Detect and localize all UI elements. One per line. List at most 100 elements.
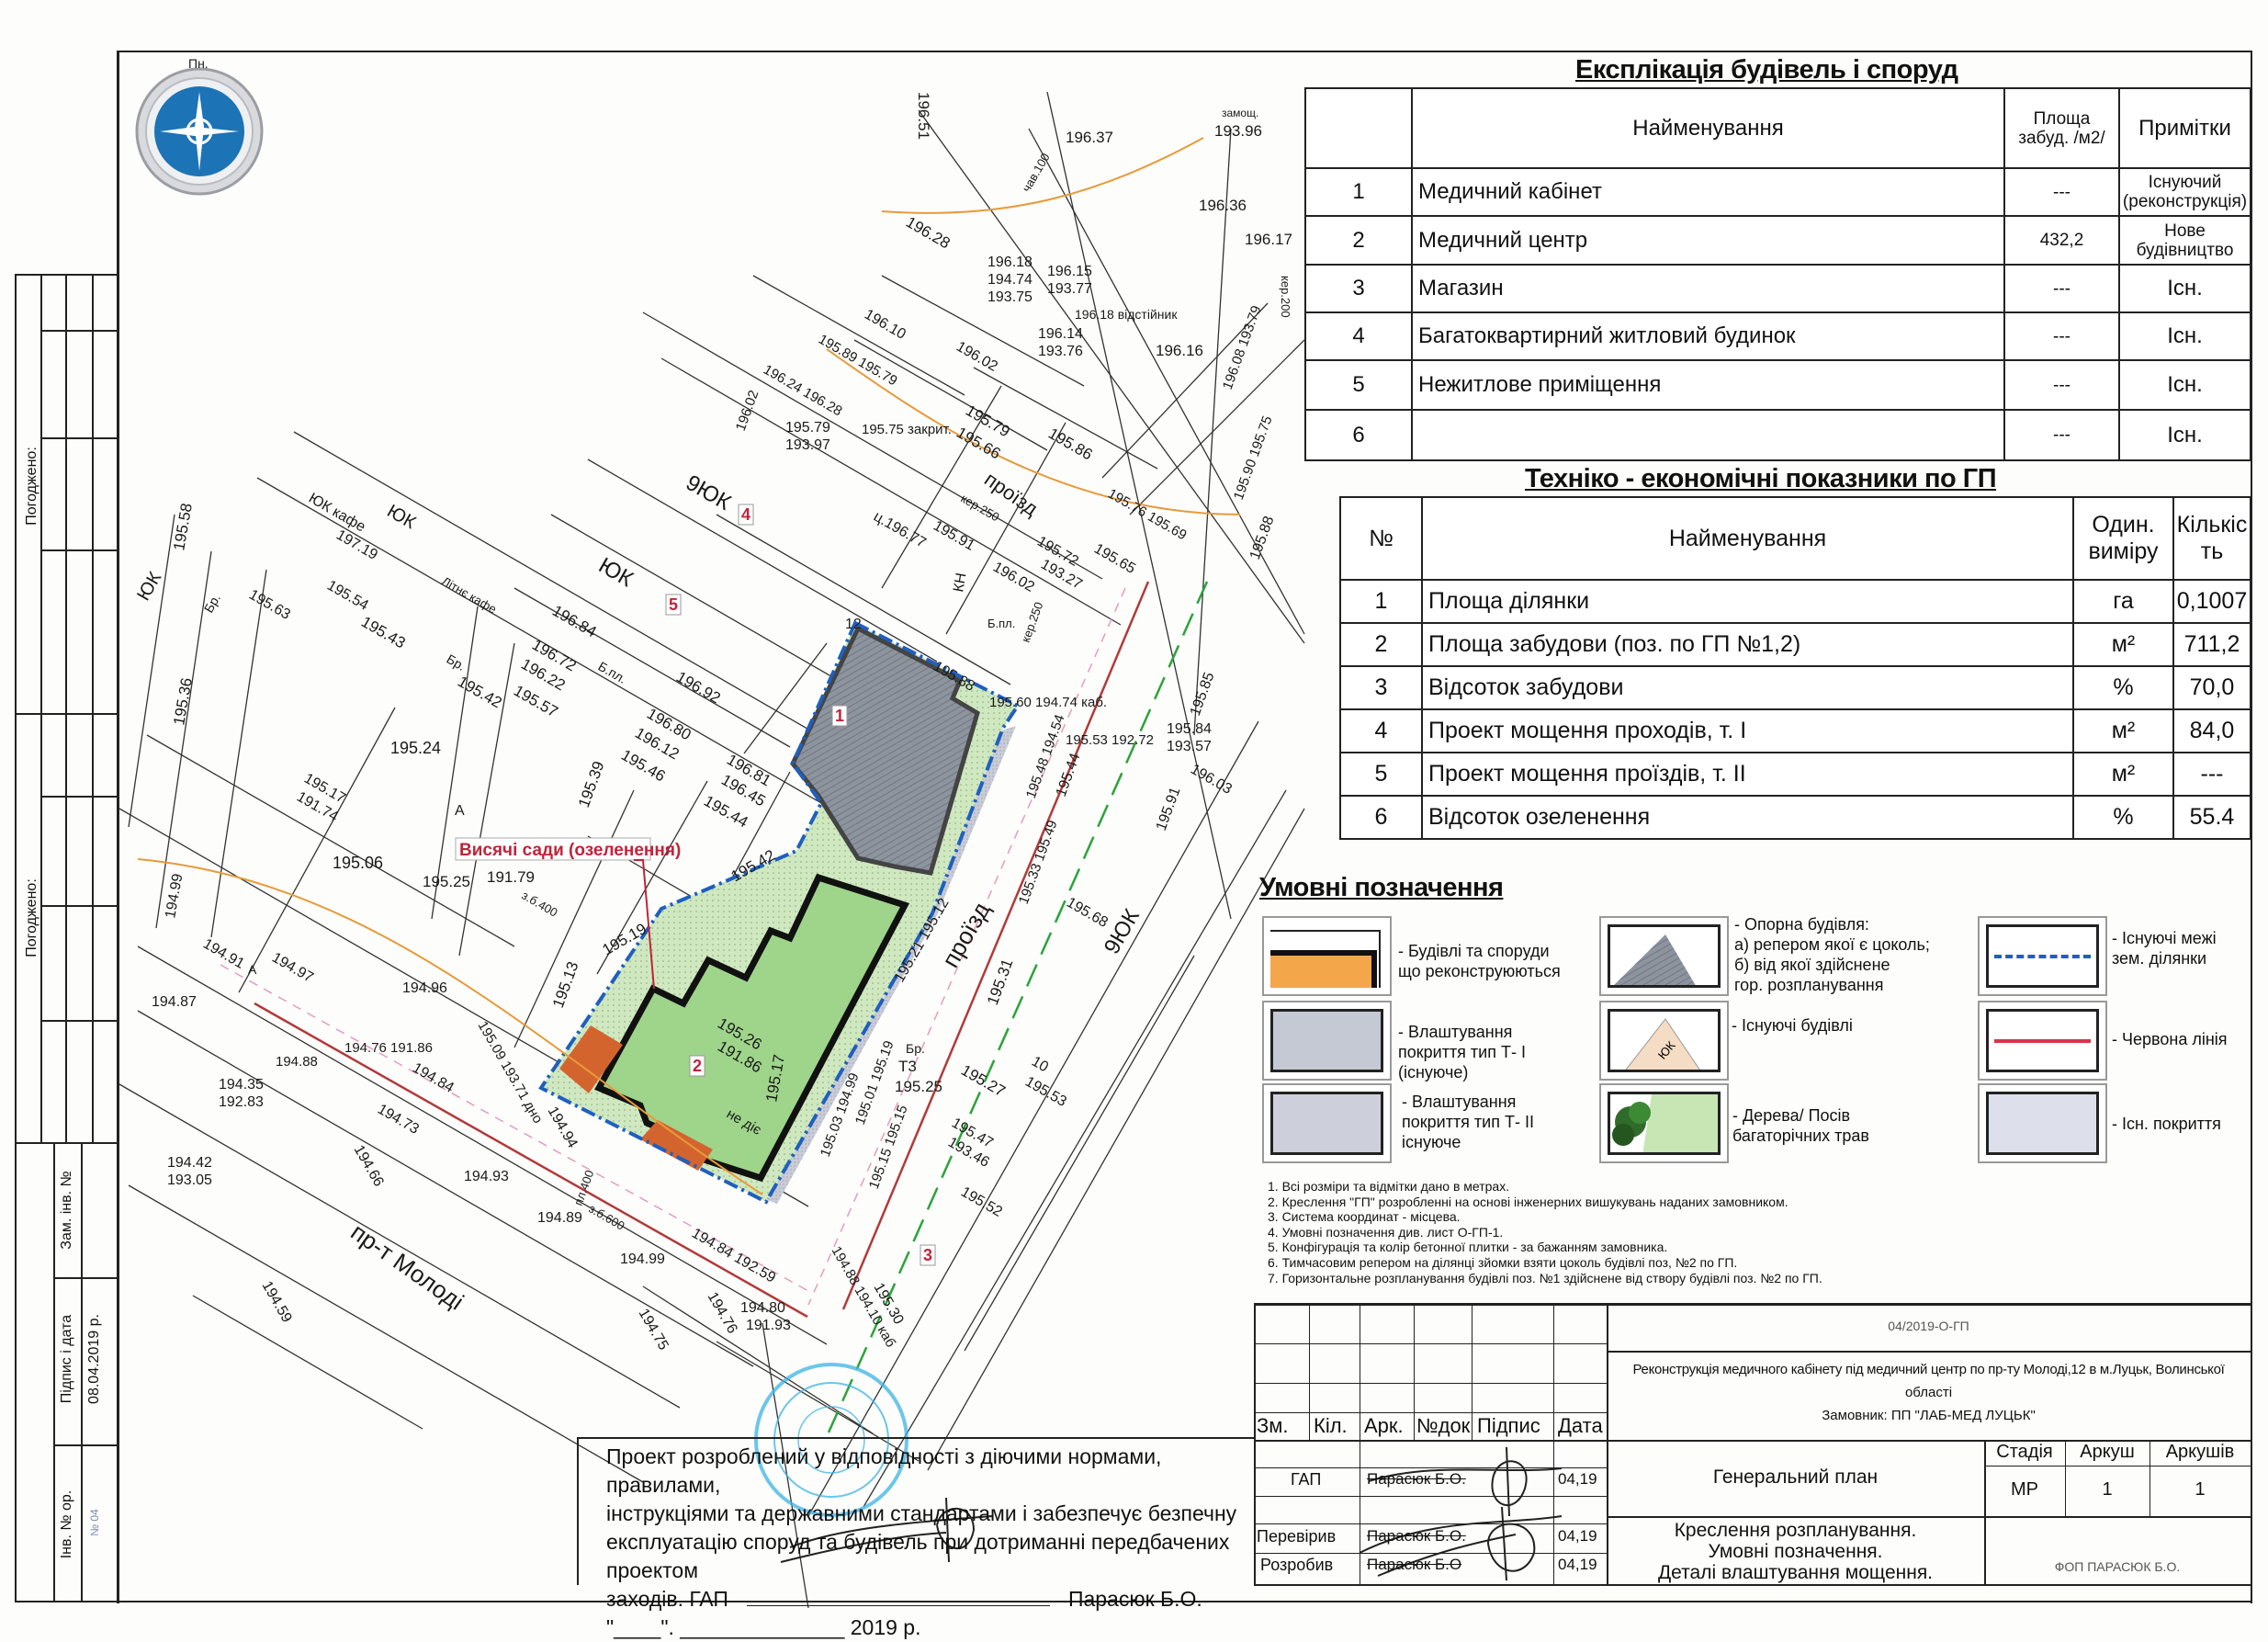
row-number: 6 [1304, 409, 1413, 461]
map-label: ЮК кафе [306, 491, 368, 536]
legend-title: Умовні позначення [1259, 873, 1504, 902]
building-area: --- [2003, 167, 2120, 217]
map-label: 194.94 [545, 1104, 581, 1151]
map-line [587, 459, 938, 662]
statement-gap-name: Парасюк Б.О. [1067, 1587, 1202, 1611]
strip-border [40, 437, 118, 439]
note-item: 3. Система координат - місцева. [1268, 1209, 1461, 1225]
map-label: 195.60 194.74 каб. [989, 695, 1107, 710]
map-label: 194.76 191.86 [344, 1040, 433, 1056]
signer-date: 04,19 [1558, 1556, 1597, 1573]
map-line [918, 109, 1305, 644]
signer-name: Парасюк Б.О [1367, 1556, 1462, 1573]
statement-line: Проект розроблений у відповідності з дію… [606, 1444, 1162, 1497]
row-number: 4 [1304, 311, 1413, 361]
map-line [1129, 339, 1305, 515]
drawing-code: 04/2019-О-ГП [1888, 1319, 1969, 1333]
indicator-unit: га [2072, 579, 2174, 624]
map-label: з.б.400 [520, 889, 560, 920]
legend-label: - Існуючі будівлі [1732, 1016, 1853, 1035]
strip-border [40, 330, 118, 332]
general-notes: 1. Всі розміри та відмітки дано в метрах… [1268, 1179, 1822, 1285]
map-label: 196.16 [1156, 342, 1203, 359]
gas-line [826, 348, 1241, 515]
header-cell: Найменування [1421, 496, 2074, 581]
inv-orig-label: Інв. № ор. [59, 1489, 74, 1559]
header-cell: Площа забуд. /м2/ [2003, 87, 2120, 169]
indicator-unit: м² [2072, 708, 2174, 753]
note-item: 5. Конфігурація та колір бетонної плитки… [1268, 1240, 1668, 1255]
map-line [927, 808, 1305, 1471]
map-label: 195.27 [958, 1061, 1009, 1100]
gas-line [881, 137, 1204, 214]
signer-role: Перевірив [1257, 1527, 1337, 1546]
map-label: 194.35 [219, 1077, 264, 1093]
map-label: ЮК [594, 553, 638, 593]
map-label: 195.75 закрит. [862, 422, 952, 437]
map-line [596, 780, 708, 975]
map-label: 194.87 [152, 994, 197, 1010]
site-boundary-line [538, 620, 1021, 1205]
map-label: 196.37 [1066, 129, 1113, 146]
legend-label: - Існ. покриття [2112, 1115, 2221, 1133]
map-line [964, 955, 1195, 1352]
legend-label: - Влаштування покриття тип Т- ІІ існуюче [1402, 1093, 1534, 1151]
map-label: 195.36 [170, 676, 196, 727]
map-line [716, 514, 1011, 685]
building-name: Багатоквартирний житловий будинок [1411, 311, 2005, 361]
map-label: 193.77 [1047, 281, 1092, 297]
map-label: з.б.600 [587, 1202, 627, 1233]
header-cell: Примітки [2118, 87, 2251, 169]
project-name: Реконструкція медичного кабінету під мед… [1632, 1362, 2225, 1377]
map-line [210, 569, 267, 938]
map-label: 9ЮК [1100, 905, 1145, 958]
statement-line: експлуатацію споруд та будівель при дотр… [606, 1530, 1230, 1582]
strip-border [40, 796, 118, 798]
map-line [128, 1184, 644, 1483]
project-name-2: області [1904, 1385, 1953, 1400]
sign-date-label: Підпис і дата [59, 1314, 74, 1404]
map-line [513, 789, 635, 1048]
map-line [863, 789, 1287, 1508]
map-label: 195.25 [423, 873, 470, 890]
map-label: ц.196.77 [871, 509, 929, 551]
legend-swatch-paving-t2 [1262, 1083, 1392, 1163]
indicator-unit: % [2072, 795, 2174, 840]
gas-line [137, 858, 763, 1195]
map-label: 194.74 [987, 272, 1032, 288]
official-stamp [754, 1363, 908, 1517]
map-label: 195.52 [958, 1184, 1005, 1220]
indicator-name: Відсоток озеленення [1421, 795, 2074, 840]
building-1-medical-office [790, 625, 980, 876]
indicator-name: Площа ділянки [1421, 579, 2074, 624]
map-label: 195.39 [575, 759, 608, 810]
map-label: Літнє кафе [440, 574, 500, 617]
map-label: 191.93 [746, 1318, 791, 1333]
row-number: 1 [1304, 167, 1413, 217]
strip-border [15, 274, 17, 1602]
map-label: Бр. [906, 1041, 925, 1056]
stage-value: МР [2011, 1479, 2038, 1500]
statement-gap-label: заходів. ГАП [606, 1587, 728, 1611]
sheet-contents: Креслення розпланування. Умовні позначен… [1607, 1520, 1984, 1583]
indicator-unit: м² [2072, 622, 2174, 667]
signer-role: ГАП [1291, 1470, 1322, 1489]
map-label: 196.17 [1245, 231, 1292, 248]
map-label: 195.76 195.69 [1105, 486, 1190, 544]
legend-label: - Червона лінія [2112, 1030, 2228, 1048]
north-label: Пн. [188, 56, 209, 71]
signer-name: Парасюк Б.О. [1367, 1527, 1466, 1545]
map-line [945, 422, 1066, 635]
map-label: 194.84 192.59 [689, 1226, 778, 1286]
map-label: чав.100 [1020, 151, 1053, 195]
indicator-name: Відсоток забудови [1421, 665, 2074, 710]
map-line [660, 357, 1122, 626]
sheets-value: 1 [2195, 1479, 2206, 1500]
map-label: 196.24 196.28 [761, 362, 845, 420]
